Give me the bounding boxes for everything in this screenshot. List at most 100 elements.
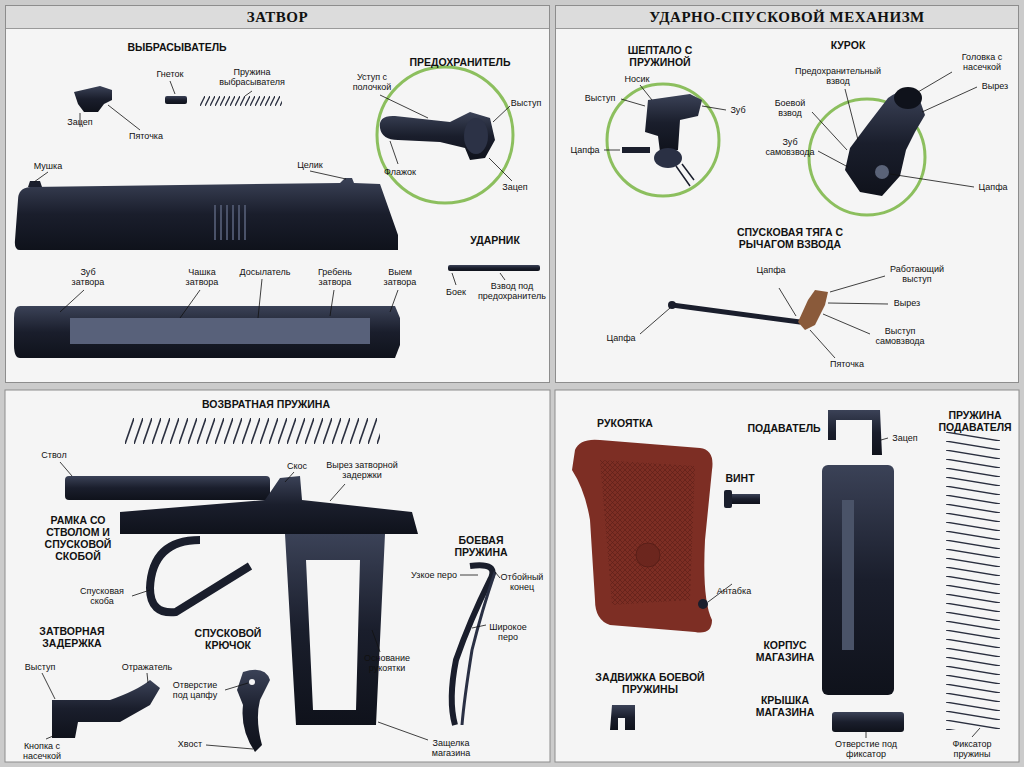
part-label: Взвод под предохранитель — [467, 281, 557, 302]
leader-lines — [34, 81, 512, 318]
barrel — [65, 476, 270, 500]
part-title: РУКОЯТКА — [590, 417, 660, 429]
part-label: Предохранительный взвод — [792, 66, 884, 87]
part-title: ЗАДВИЖКА БОЕВОЙ ПРУЖИНЫ — [595, 671, 705, 695]
part-label: Выступ самовзвода — [870, 326, 930, 347]
return-spring — [125, 418, 380, 444]
part-label: Ствол — [34, 450, 74, 460]
part-title: КУРОК — [823, 39, 873, 51]
panel — [5, 5, 550, 383]
grip — [572, 440, 713, 633]
part-label: Зацеп — [887, 433, 923, 443]
part-label: Выем затвора — [378, 267, 422, 288]
extractor-plunger — [165, 96, 187, 104]
slide-stop — [52, 680, 160, 738]
part-label: Зацеп — [60, 117, 100, 127]
part-title: БОЕВАЯ ПРУЖИНА — [441, 534, 521, 558]
part-label: Отражатель — [117, 662, 177, 672]
safety — [380, 112, 495, 160]
part-label: Боек — [441, 287, 471, 297]
sear-spring — [676, 164, 694, 186]
part-label: Цапфа — [566, 145, 604, 155]
part-label: Вырез — [889, 298, 925, 308]
part-label: Зуб самовзвода — [762, 137, 818, 158]
sear-pin — [622, 147, 650, 153]
part-label: Пяточка — [121, 131, 171, 141]
magazine-slot — [842, 500, 854, 650]
part-label: Основание рукоятки — [357, 653, 417, 674]
part-label: Защелка магазина — [426, 738, 476, 759]
part-title: ПРУЖИНА ПОДАВАТЕЛЯ — [935, 409, 1015, 433]
trigger-guard — [150, 540, 250, 612]
part-title: СПУСКОВАЯ ТЯГА С РЫЧАГОМ ВЗВОДА — [720, 226, 860, 250]
floorplate — [832, 712, 904, 732]
sear — [645, 94, 702, 152]
magazine-spring — [946, 432, 1000, 730]
lanyard-ring — [698, 599, 708, 609]
trigger-hole — [249, 679, 255, 685]
part-label: Зуб затвора — [68, 267, 108, 288]
part-label: Выступ — [580, 93, 620, 103]
part-title: РАМКА СО СТВОЛОМ И СПУСКОВОЙ СКОБОЙ — [37, 514, 119, 562]
part-label: Антабка — [709, 586, 759, 596]
part-label: Вырез затворной задержки — [312, 460, 412, 481]
grip-star — [636, 543, 660, 567]
part-title: КОРПУС МАГАЗИНА — [748, 639, 822, 663]
leader-lines — [604, 72, 977, 358]
part-label: Носик — [619, 74, 655, 84]
front-sight — [28, 181, 42, 187]
part-title: ПРЕДОХРАНИТЕЛЬ — [400, 56, 520, 68]
part-label: Чашка затвора — [179, 267, 225, 288]
extractor-spring — [200, 96, 282, 106]
safety-axle — [464, 118, 488, 154]
part-label: Боевой взвод — [770, 98, 810, 119]
part-label: Досылатель — [235, 267, 295, 277]
part-label: Узкое перо — [410, 570, 458, 580]
part-label: Скос — [282, 461, 312, 471]
panel — [5, 390, 550, 762]
panel-heading: УДАРНО-СПУСКОВОЙ МЕХАНИЗМ — [556, 6, 1018, 29]
panel — [555, 5, 1019, 383]
leader-lines — [708, 438, 980, 738]
part-label: Гнеток — [145, 69, 195, 79]
part-label: Отверстие под цапфу — [167, 680, 223, 701]
grip-frame — [285, 534, 385, 725]
part-label: Цапфа — [974, 182, 1012, 192]
part-label: Отбойный конец — [500, 572, 544, 593]
part-label: Широкое перо — [488, 622, 528, 643]
part-label: Спусковая скоба — [72, 586, 132, 607]
panel-box: УДАРНО-СПУСКОВОЙ МЕХАНИЗМ — [555, 5, 1019, 383]
part-label: Целик — [290, 160, 330, 170]
trigger-bar — [672, 305, 800, 322]
part-title: ПОДАВАТЕЛЬ — [744, 422, 824, 434]
leader-lines — [42, 462, 500, 749]
panel — [555, 390, 1019, 762]
highlight-circle — [607, 84, 719, 196]
trigger — [237, 670, 270, 752]
serrations — [215, 205, 245, 240]
hammer-head — [894, 87, 922, 109]
part-title: УДАРНИК — [460, 234, 530, 246]
part-title: КРЫШКА МАГАЗИНА — [748, 694, 822, 718]
firing-pin — [448, 265, 540, 271]
part-label: Цапфа — [752, 265, 790, 275]
part-title: СПУСКОВОЙ КРЮЧОК — [183, 627, 273, 651]
follower — [828, 410, 882, 455]
part-label: Флажок — [378, 167, 422, 177]
part-label: Гребень затвора — [310, 267, 360, 288]
frame — [120, 476, 418, 534]
screw-head — [724, 490, 732, 508]
mainspring-feather — [462, 572, 495, 725]
cocking-lever — [798, 290, 828, 330]
screw — [730, 494, 760, 504]
trigger-bar-pin — [668, 301, 676, 309]
part-title: ЗАТВОРНАЯ ЗАДЕРЖКА — [22, 625, 122, 649]
slide — [15, 178, 398, 250]
highlight-circle — [377, 67, 513, 203]
part-label: Пяточка — [822, 359, 872, 369]
extractor — [74, 86, 112, 112]
part-label: Головка с насечкой — [952, 52, 1012, 73]
grip-checkering — [600, 460, 695, 605]
part-label: Мушка — [28, 161, 68, 171]
